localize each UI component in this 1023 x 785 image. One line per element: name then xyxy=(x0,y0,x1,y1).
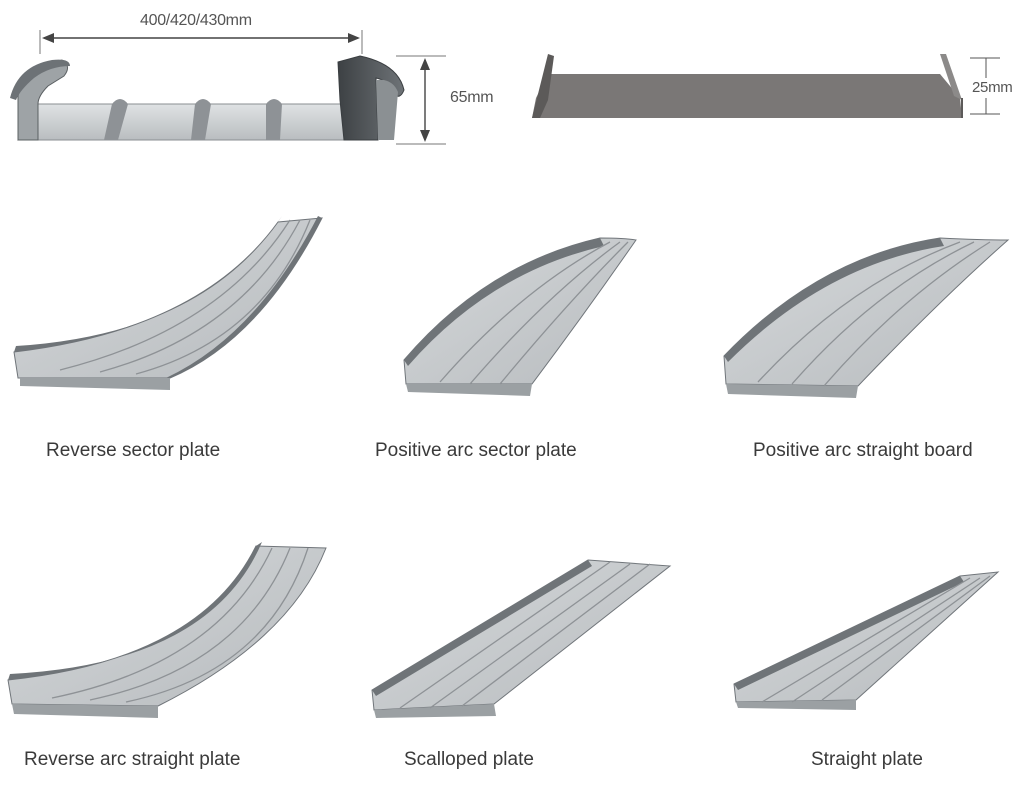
panel-caption-positive-arc-straight-board: Positive arc straight board xyxy=(753,440,973,461)
flat-seam-height-label: 25mm xyxy=(972,79,1013,96)
lock-seam-height-label: 65mm xyxy=(450,89,494,106)
positive-arc-sector-plate-image xyxy=(403,237,637,396)
scalloped-plate-image xyxy=(371,559,672,718)
straight-plate-image xyxy=(733,571,1000,710)
panel-caption-positive-arc-sector-plate: Positive arc sector plate xyxy=(375,440,577,461)
width-dimension-label: 400/420/430mm xyxy=(140,12,252,29)
panel-caption-scalloped-plate: Scalloped plate xyxy=(404,749,534,770)
panel-caption-straight-plate: Straight plate xyxy=(811,749,923,770)
reverse-sector-plate-image xyxy=(13,216,323,390)
panel-caption-reverse-sector-plate: Reverse sector plate xyxy=(46,440,221,461)
positive-arc-straight-board-image xyxy=(723,237,1010,398)
reverse-arc-straight-plate-image xyxy=(7,542,327,718)
panel-caption-reverse-arc-straight-plate: Reverse arc straight plate xyxy=(24,749,241,770)
